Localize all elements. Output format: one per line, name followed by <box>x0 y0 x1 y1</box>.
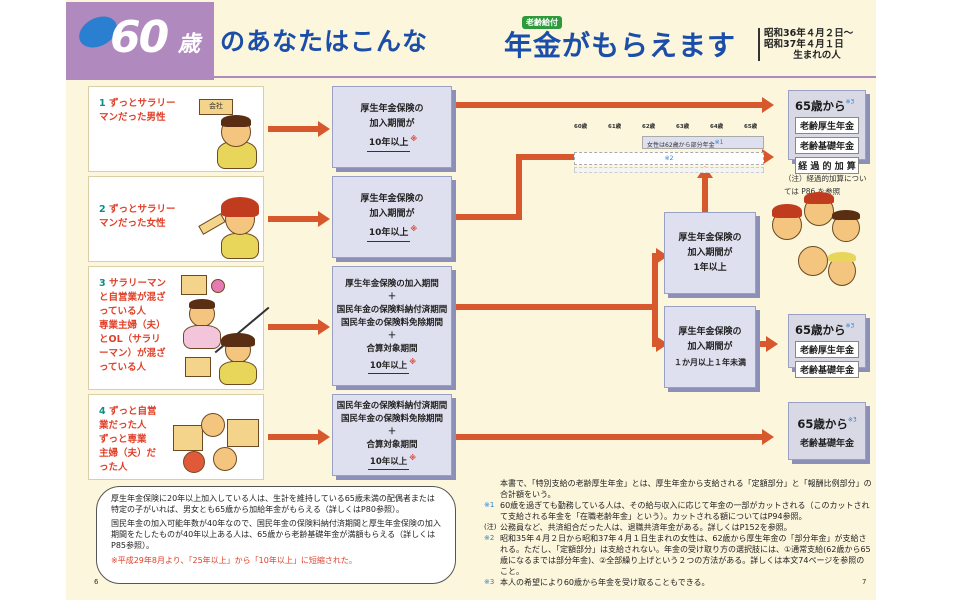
bottom-note-bubble: 厚生年金保険に20年以上加入している人は、生計を維持している65歳未満の配偶者ま… <box>96 486 456 584</box>
house-icon <box>227 419 259 447</box>
result-box-2: 65歳から※3 老齢厚生年金 老齢基礎年金 <box>788 314 866 378</box>
mixed-career-illustration <box>177 271 270 387</box>
shop-sign-icon <box>181 275 207 295</box>
benefit-timeline: 60歳 61歳 62歳 63歳 64歳 65歳 女性は62歳から部分年金※1 ※… <box>574 122 764 174</box>
arrow-cat4 <box>268 429 330 445</box>
page-number-right: 7 <box>862 578 867 586</box>
page-title-left: のあなたはこんな <box>220 27 429 56</box>
house-icon <box>173 425 203 451</box>
birth-range: 昭和36年４月２日〜 昭和37年４月１日 生まれの人 <box>758 28 870 61</box>
result-box-1: 65歳から※3 老齢厚生年金 老齢基礎年金 経 過 的 加 算 <box>788 90 866 174</box>
line-cat3-split <box>652 254 658 346</box>
page-title-right: 年金がもらえます <box>504 29 737 62</box>
result-box-3: 65歳から※3 老齢基礎年金 <box>788 402 866 460</box>
line-cond5-up <box>702 176 708 212</box>
footnotes: 本書で、「特別支給の老齢厚生年金」とは、厚生年金から支給される「定額部分」と「報… <box>484 479 872 587</box>
document-roll-icon <box>198 213 226 235</box>
age-suffix: 歳 <box>178 32 201 57</box>
title-ruby: 老齢給付 <box>522 16 562 29</box>
condition-box-1: 厚生年金保険の 加入期間が 10年以上※ <box>332 86 452 168</box>
header-rule <box>214 76 876 78</box>
category-3: 3 サラリーマン と自営業が混ざ っている人 専業主婦（夫） とOL（サラリ ー… <box>88 266 270 390</box>
self-employed-illustration <box>173 405 263 477</box>
timeline-note-bar: ※2 <box>574 152 764 165</box>
category-1: 1 ずっとサラリー マンだった男性 会社 <box>88 86 264 172</box>
pension-spread-page: 60 歳 のあなたはこんな 老齢給付 年金がもらえます 昭和36年４月２日〜 昭… <box>66 0 876 600</box>
side-note: （注）経過的加算につい ては P86 を参照 <box>784 174 867 196</box>
arrow-cat1 <box>268 121 330 137</box>
arrow-to-result-2 <box>760 336 778 352</box>
house-icon <box>185 357 211 377</box>
salaryman-illustration: 会社 <box>199 97 261 169</box>
condition-box-2: 厚生年金保険の 加入期間が 10年以上※ <box>332 176 452 258</box>
condition-box-3: 厚生年金保険の加入期間 ＋ 国民年金の保険料納付済期間 国民年金の保険料免除期間… <box>332 266 452 386</box>
company-sign-icon: 会社 <box>199 99 233 115</box>
family-illustration <box>772 192 864 296</box>
office-woman-illustration <box>198 185 261 259</box>
line-cat2-up <box>516 158 522 220</box>
line-cat2-out <box>456 214 520 220</box>
timeline-empty-bar <box>574 167 764 173</box>
line-cat3-out <box>456 304 656 310</box>
age-badge: 60 歳 <box>66 2 214 80</box>
arrow-to-result-1 <box>456 97 778 113</box>
age-number: 60 <box>110 12 169 63</box>
flower-icon <box>211 279 225 293</box>
category-2: 2 ずっとサラリー マンだった女性 <box>88 176 264 262</box>
arrow-cat2 <box>268 211 330 227</box>
arrow-to-result-3 <box>456 429 778 445</box>
condition-box-5: 厚生年金保険の 加入期間が 1年以上 <box>664 212 756 294</box>
condition-box-4: 国民年金の保険料納付済期間 国民年金の保険料免除期間 ＋ 合算対象期間 10年以… <box>332 394 452 476</box>
condition-box-6: 厚生年金保険の 加入期間が １か月以上１年未満 <box>664 306 756 388</box>
timeline-partial-bar: 女性は62歳から部分年金※1 <box>642 136 764 149</box>
category-4: 4 ずっと自営 業だった人 ずっと専業 主婦（夫）だ った人 <box>88 394 264 480</box>
arrow-cat3 <box>268 319 330 335</box>
page-number-left: 6 <box>94 578 99 586</box>
